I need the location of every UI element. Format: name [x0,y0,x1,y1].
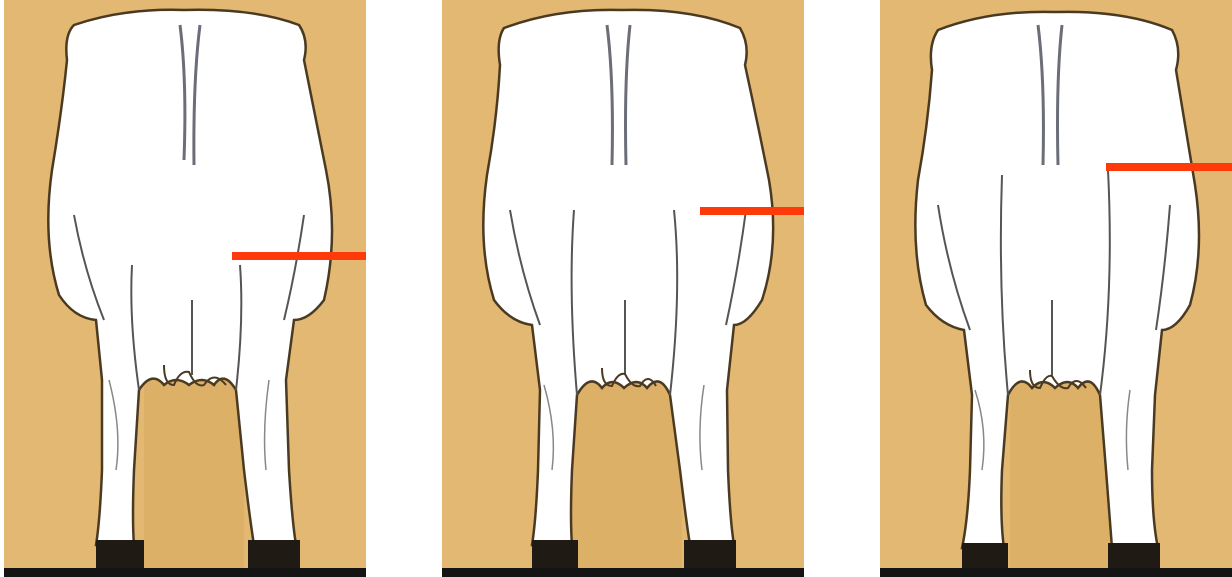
ground-line [880,568,1232,577]
panel-medium-udder [442,0,804,577]
hoof-left [532,540,578,568]
background-shading [572,380,682,577]
hoof-left [962,543,1008,568]
ground-line [442,568,804,577]
cow-rear-view-illustration-2 [442,0,804,577]
hoof-right [1108,543,1160,568]
panel-low-udder [4,0,366,577]
cow-rear-view-illustration-1 [4,0,366,577]
cow-rear-view-illustration-3 [880,0,1232,577]
hoof-left [96,540,144,568]
hoof-right [684,540,736,568]
panel-high-udder [880,0,1232,577]
background-shading [144,380,244,577]
hoof-right [248,540,300,568]
ground-line [4,568,366,577]
